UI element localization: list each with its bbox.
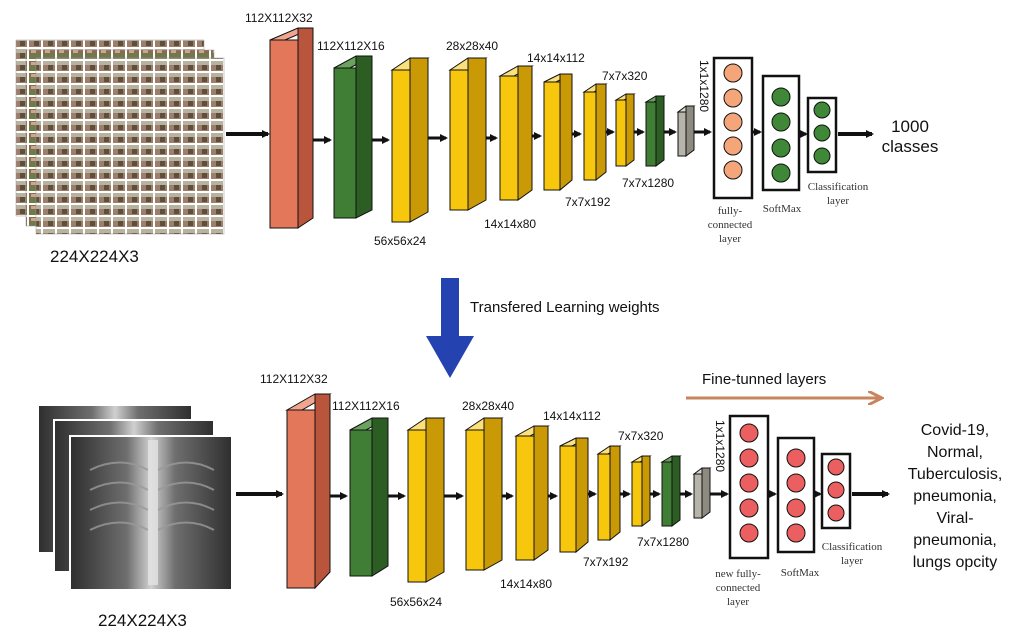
bottom-pipeline: 224X224X3 — [37, 371, 1003, 630]
top-layer-1-label: 112X112X32 — [245, 11, 313, 25]
top-fc-size-label: 1x1x1280 — [697, 60, 711, 112]
top-input-image-stack — [15, 39, 225, 235]
output-class-line-7: lungs opcity — [913, 554, 998, 571]
top-classification-label-line1: Classification — [808, 181, 869, 193]
bottom-layer-7 — [596, 445, 622, 542]
output-class-line-6: pneumonia, — [913, 532, 997, 549]
top-layer-3-label: 56x56x24 — [374, 234, 426, 248]
output-class-line-2: Normal, — [927, 444, 983, 461]
bottom-layer-8 — [630, 455, 652, 527]
bottom-connector-arrows — [330, 490, 822, 500]
output-class-line-3: Tuberculosis, — [908, 466, 1003, 483]
top-layer-4-label: 28x28x40 — [446, 39, 498, 53]
top-softmax-label: SoftMax — [763, 203, 802, 215]
bottom-softmax-node-column — [776, 436, 816, 554]
bottom-input-xray-stack — [37, 404, 233, 591]
bottom-layer-6 — [559, 437, 589, 554]
top-layer-2-label: 112X112X16 — [317, 39, 385, 53]
bottom-layer-9-label: 7x7x1280 — [637, 535, 689, 549]
bottom-layer-2-label: 112X112X16 — [332, 399, 400, 413]
bottom-output-classes: Covid-19, Normal, Tuberculosis, pneumoni… — [908, 422, 1003, 571]
bottom-fc-label-line3: layer — [727, 596, 749, 608]
top-layer-6 — [543, 73, 573, 192]
bottom-layer-3-label: 56x56x24 — [390, 595, 442, 609]
top-fc-label-line2: connected — [708, 219, 753, 231]
top-layer-3 — [390, 57, 430, 223]
bottom-layer-1 — [285, 393, 332, 590]
top-layer-5 — [498, 65, 534, 201]
bottom-fc-label-line1: new fully- — [715, 568, 761, 580]
bottom-layer-1-label: 112X112X32 — [260, 372, 328, 386]
top-layer-9 — [644, 95, 666, 167]
top-fc-label-line1: fully- — [718, 205, 743, 217]
top-classification-node-column — [806, 96, 838, 174]
top-fc-node-column — [712, 56, 754, 200]
bottom-fc-label-line2: connected — [716, 582, 761, 594]
output-class-line-5: Viral- — [936, 510, 973, 527]
top-layer-4 — [448, 57, 488, 211]
bottom-input-size-label: 224X224X3 — [98, 611, 187, 630]
bottom-layer-9 — [660, 455, 682, 527]
bottom-fc-size-label: 1x1x1280 — [713, 420, 727, 472]
bottom-layer-4 — [464, 417, 504, 571]
bottom-fc-node-column — [728, 414, 770, 560]
bottom-classification-label-line1: Classification — [822, 541, 883, 553]
bottom-layer-7-label: 7x7x192 — [583, 555, 629, 569]
transfer-label: Transfered Learning weights — [470, 299, 660, 316]
bottom-classification-label-line2: layer — [841, 555, 863, 567]
top-fc-block — [676, 105, 696, 157]
top-classification-label-line2: layer — [827, 195, 849, 207]
bottom-layer-4-label: 28x28x40 — [462, 399, 514, 413]
bottom-softmax-label: SoftMax — [781, 567, 820, 579]
top-fc-label-line3: layer — [719, 233, 741, 245]
input-image-front — [35, 57, 225, 235]
bottom-layer-3 — [406, 417, 446, 583]
top-softmax-node-column — [761, 74, 801, 192]
top-output-line1: 1000 — [891, 117, 929, 136]
top-layer-7 — [582, 83, 608, 182]
top-layer-9-label: 7x7x1280 — [622, 176, 674, 190]
output-class-line-4: pneumonia, — [913, 488, 997, 505]
bottom-layer-8-label: 7x7x320 — [618, 429, 664, 443]
bottom-layer-5-label: 14x14x80 — [500, 577, 552, 591]
top-layer-2 — [333, 55, 373, 219]
top-layer-8-label: 7x7x320 — [602, 69, 648, 83]
top-input-size-label: 224X224X3 — [50, 247, 139, 266]
top-pipeline: 224X224X3 — [15, 11, 939, 266]
fine-tuned-label: Fine-tunned layers — [702, 371, 826, 388]
bottom-classification-node-column — [820, 452, 852, 530]
transfer-arrow — [426, 278, 474, 378]
bottom-layer-5 — [514, 425, 550, 561]
top-layer-8 — [614, 93, 636, 167]
top-layer-1 — [269, 27, 314, 229]
top-layer-6-label: 14x14x112 — [527, 51, 585, 65]
bottom-layer-6-label: 14x14x112 — [543, 409, 601, 423]
top-layer-5-label: 14x14x80 — [484, 217, 536, 231]
top-layer-7-label: 7x7x192 — [565, 195, 611, 209]
top-output-line2: classes — [882, 137, 939, 156]
output-class-line-1: Covid-19, — [921, 422, 989, 439]
bottom-layer-2 — [349, 417, 389, 577]
bottom-fc-block — [692, 467, 712, 519]
